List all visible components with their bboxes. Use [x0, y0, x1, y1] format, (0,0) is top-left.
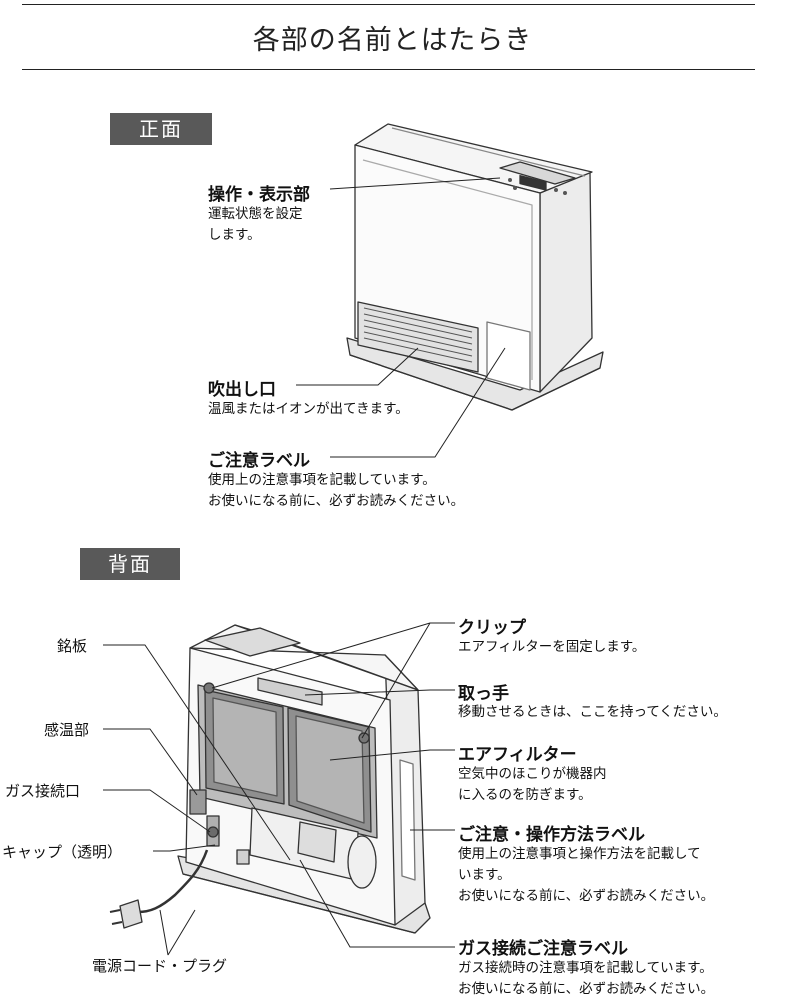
back-heater-illustration	[109, 624, 431, 934]
control-panel-desc: 運転状態を設定 します。	[208, 206, 303, 243]
nameplate-label: 銘板	[57, 637, 88, 655]
section-tag-front: 正面	[110, 113, 212, 145]
leader-handle	[304, 689, 455, 696]
leader-caution	[330, 347, 506, 458]
section-tag-back: 背面	[80, 548, 180, 580]
power-cord-label: 電源コード・プラグ	[92, 957, 228, 975]
leader-air-filter	[329, 749, 455, 761]
air-filter-desc: 空気中のほこりが機器内 に入るのを防ぎます。	[458, 766, 607, 803]
leader-nameplate	[103, 644, 291, 861]
gas-inlet-label: ガス接続口	[5, 782, 81, 800]
leader-clip	[211, 622, 455, 739]
air-filter-label: エアフィルター	[458, 745, 577, 765]
caution-label-title: ご注意ラベル	[208, 451, 310, 471]
clip-label: クリップ	[458, 618, 526, 638]
leader-gas-label	[299, 859, 455, 948]
outlet-desc: 温風またはイオンが出てきます。	[208, 401, 409, 417]
gas-label-title: ガス接続ご注意ラベル	[458, 939, 628, 959]
outlet-label: 吹出し口	[208, 380, 276, 400]
control-panel-label: 操作・表示部	[208, 185, 310, 205]
handle-desc: 移動させるときは、ここを持ってください。	[458, 704, 727, 720]
caution-label-desc: 使用上の注意事項を記載しています。 お使いになる前に、必ずお読みください。	[208, 472, 465, 509]
sensor-label: 感温部	[44, 721, 90, 739]
cap-label: キャップ（透明）	[2, 843, 123, 861]
leader-gas-inlet	[103, 789, 211, 833]
front-heater-illustration	[346, 123, 604, 411]
leader-sensor	[103, 728, 198, 796]
leader-power-cord	[159, 909, 196, 956]
leader-control	[329, 177, 501, 190]
gas-label-desc: ガス接続時の注意事項を記載しています。 お使いになる前に、必ずお読みください。	[458, 960, 715, 997]
page-title: 各部の名前とはたらき	[252, 25, 533, 56]
operation-label-title: ご注意・操作方法ラベル	[458, 825, 645, 845]
top-rule	[22, 4, 755, 5]
title-underline	[22, 69, 755, 70]
handle-label: 取っ手	[458, 684, 509, 704]
operation-label-desc: 使用上の注意事項と操作方法を記載して います。 お使いになる前に、必ずお読みくだ…	[458, 846, 715, 904]
leader-cap	[153, 844, 216, 852]
leader-outlet	[296, 347, 419, 386]
clip-desc: エアフィルターを固定します。	[458, 639, 646, 655]
